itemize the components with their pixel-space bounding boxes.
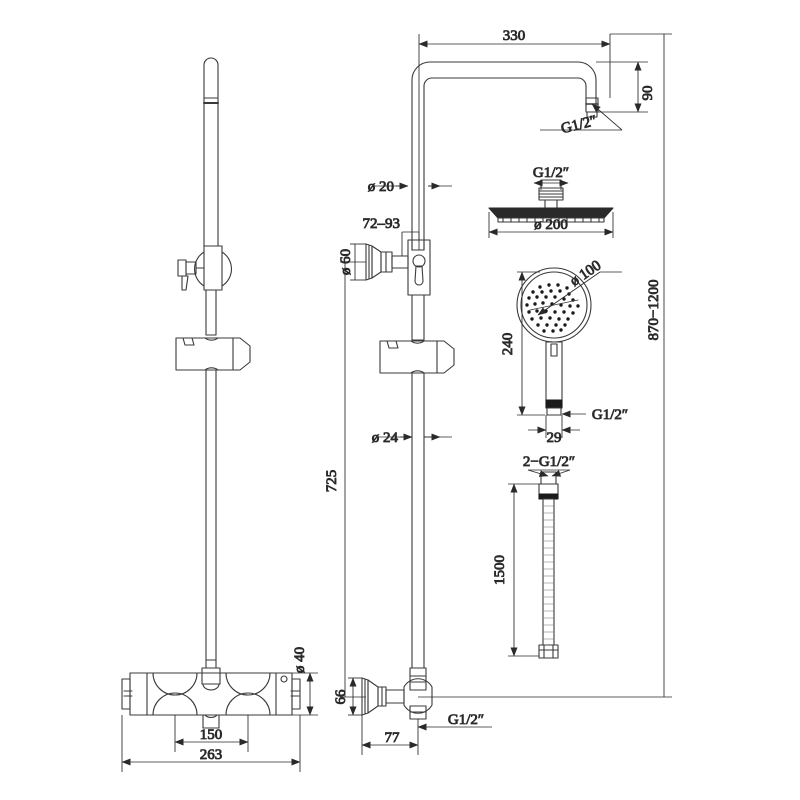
dim-label-29: 29: [547, 430, 562, 446]
dim-label-725: 725: [324, 470, 340, 493]
dim-hand-connector-29: [528, 415, 580, 438]
hand-shower-detail: [516, 267, 592, 416]
front-diverter-body: [177, 245, 232, 291]
dim-label-77: 77: [385, 730, 401, 746]
dim-label-150: 150: [200, 727, 223, 743]
dim-spread-150: [174, 715, 249, 752]
dim-hand-face-dia-100: [537, 271, 622, 316]
dim-label-dia-24: ø 24: [372, 430, 399, 446]
dim-head-inlet-thread: [533, 179, 569, 190]
dim-inlet-height-66: [348, 677, 362, 716]
front-rail-foot: [201, 667, 221, 685]
side-shower-arm-inner: [423, 77, 587, 251]
dim-hose-threads-leader: [527, 469, 571, 477]
dim-overall-width-263: [121, 715, 301, 772]
dim-label-hand-thread: G1/2″: [592, 407, 628, 423]
dim-label-head-thread: G1/2″: [533, 165, 569, 181]
dim-label-dia-100: ø 100: [567, 258, 604, 290]
dim-hose-length-1500: [508, 483, 539, 657]
dim-height-725: [340, 261, 366, 698]
dim-label-240: 240: [500, 333, 516, 356]
dim-label-1500: 1500: [492, 555, 508, 585]
hose-body: [542, 498, 555, 646]
front-slider-holder: [175, 337, 251, 371]
dim-label-72-93: 72–93: [363, 216, 401, 232]
shower-hose-detail: [538, 471, 559, 659]
front-thermostatic-valve-body: [121, 672, 301, 729]
side-elevation-view: [361, 61, 599, 720]
dim-valve-dia-40: [292, 672, 318, 716]
dim-label-hose-threads: 2−G1/2″: [523, 454, 575, 470]
dim-bracket-projection: [401, 231, 420, 256]
dim-label-dia-40: ø 40: [292, 647, 308, 673]
front-rail-upper: [203, 57, 219, 247]
dim-label-263: 263: [200, 747, 223, 763]
dim-arm-length-330: [418, 34, 611, 250]
dim-label-inlet-thread: G1/2″: [448, 712, 484, 728]
side-slider-holder: [379, 340, 455, 374]
dim-label-330: 330: [503, 28, 526, 44]
hand-shower-spray-holes: [525, 283, 580, 333]
side-shower-arm-outer: [411, 61, 597, 251]
dim-label-66: 66: [333, 689, 349, 705]
dim-label-90: 90: [640, 86, 656, 101]
dim-label-870-1200: 870−1200: [646, 280, 662, 341]
dim-hand-length-240: [517, 271, 545, 416]
side-wall-bracket-diverter: [365, 239, 431, 296]
dim-label-dia-20: ø 20: [368, 179, 394, 195]
front-rail-mid: [205, 289, 217, 336]
dim-arm-drop-90: [596, 61, 648, 113]
side-inlet-elbow: [361, 677, 433, 720]
dim-adjustable-height: [418, 33, 672, 698]
dim-label-outlet-thread: G1/2″: [560, 113, 599, 137]
dim-label-dia-200: ø 200: [534, 217, 568, 233]
dim-outlet-thread-leader: [540, 103, 623, 131]
dim-head-diameter-200: [488, 212, 614, 238]
front-elevation-view: [121, 57, 301, 729]
front-rail-lower: [205, 369, 217, 669]
overhead-shower-head-detail: [488, 179, 614, 223]
hand-shower-handle: [545, 341, 563, 401]
